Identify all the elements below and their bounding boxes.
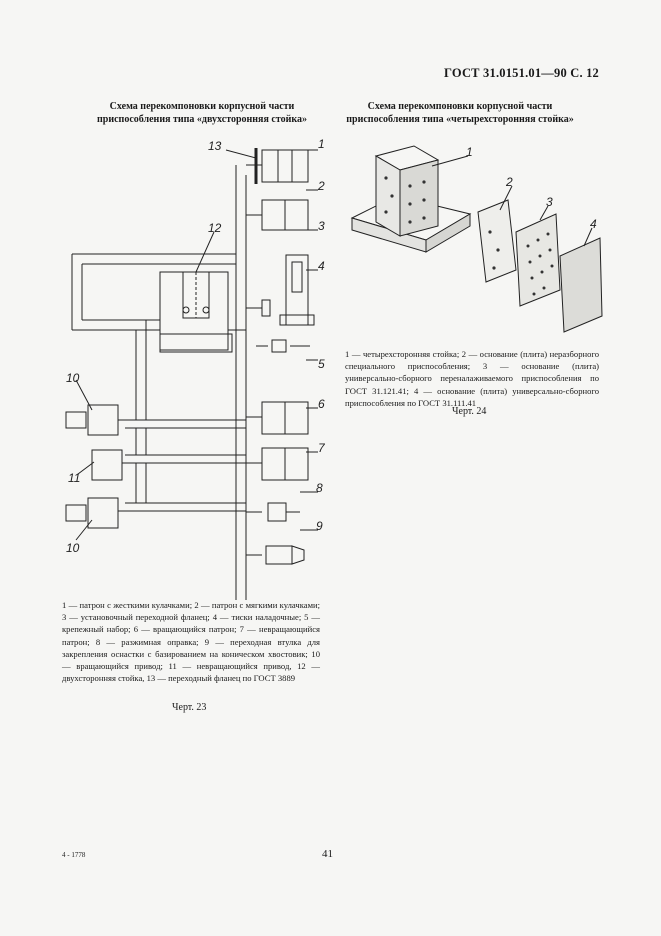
left-label-8: 8 <box>316 481 323 495</box>
left-label-9: 9 <box>316 519 323 533</box>
left-label-7: 7 <box>318 441 326 455</box>
left-figure-caption: 1 — патрон с жесткими кулачками; 2 — пат… <box>62 600 320 684</box>
right-label-4: 4 <box>590 217 597 231</box>
left-label-1: 1 <box>318 137 325 151</box>
left-label-3: 3 <box>318 219 325 233</box>
left-label-6: 6 <box>318 397 325 411</box>
left-label-11: 11 <box>68 471 80 485</box>
left-label-12: 12 <box>208 221 222 235</box>
right-figure-number: Черт. 24 <box>452 406 487 417</box>
right-label-3: 3 <box>546 195 553 209</box>
print-code: 4 - 1778 <box>62 851 86 859</box>
left-label-5: 5 <box>318 357 325 371</box>
left-figure-title: Схема перекомпоновки корпусной части при… <box>97 101 307 125</box>
left-label-2: 2 <box>317 179 325 193</box>
right-figure-caption: 1 — четырехсторонняя стойка; 2 — основан… <box>345 349 599 408</box>
left-label-10-top: 10 <box>66 371 80 385</box>
right-figure-title: Схема перекомпоновки корпусной части при… <box>346 101 574 125</box>
left-label-10-bottom: 10 <box>66 541 80 555</box>
page-number: 41 <box>322 848 333 860</box>
left-label-13: 13 <box>208 139 222 153</box>
left-label-4: 4 <box>318 259 325 273</box>
left-figure-number: Черт. 23 <box>172 702 207 713</box>
right-label-2: 2 <box>505 175 513 189</box>
document-code: ГОСТ 31.0151.01—90 С. 12 <box>444 66 599 80</box>
right-label-1: 1 <box>466 145 473 159</box>
